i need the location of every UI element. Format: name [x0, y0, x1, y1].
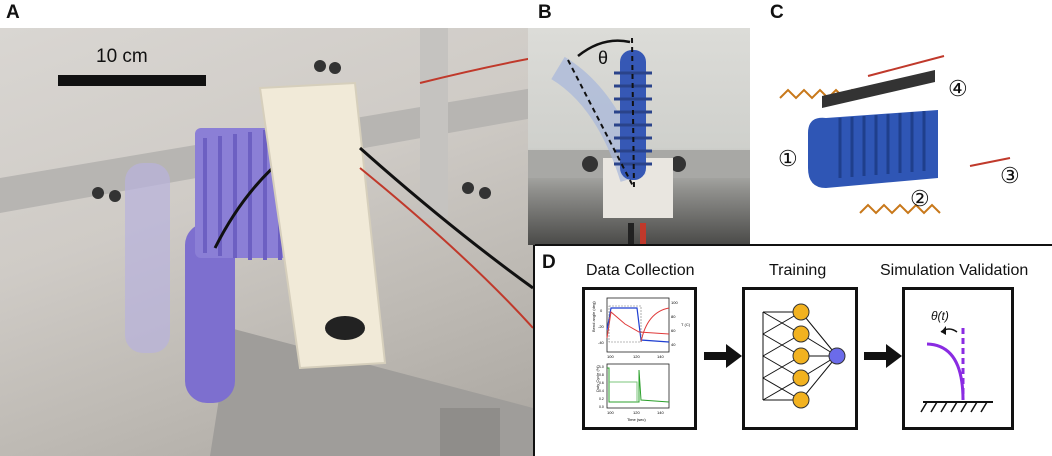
- callout-3: ③: [1000, 163, 1020, 188]
- arrow-right-icon-2: [864, 344, 902, 368]
- photo-soft-actuator-rig: [0, 28, 533, 456]
- stage-label-data-collection: Data Collection: [586, 262, 695, 279]
- callout-4: ④: [948, 76, 968, 101]
- plot-top-ylabel-right: T (C): [681, 322, 691, 327]
- tick-top-left-1: -20: [598, 324, 605, 329]
- tick-top-left-0: 0: [600, 308, 603, 313]
- panel-letter-b: B: [538, 2, 552, 23]
- scale-bar-label: 10 cm: [96, 46, 148, 67]
- photo-a-illustration: [0, 28, 533, 456]
- data-collection-box: Bend angle (deg) T (C) 0 -20 -40 100 80 …: [582, 287, 697, 430]
- exploded-actuator-diagram: ① ② ③ ④: [778, 55, 1020, 215]
- x-tick-top-2: 140: [657, 354, 664, 359]
- simulation-box: θ(t): [902, 287, 1014, 430]
- tick-bottom-3: 0.4: [599, 389, 604, 393]
- x-tick-bottom-0: 100: [607, 410, 614, 415]
- plot-bottom-ylabel: Duty Cycle (%): [595, 365, 600, 392]
- stage-label-training: Training: [769, 262, 827, 279]
- theta-t-label: θ(t): [931, 309, 949, 323]
- tick-top-right-2: 60: [671, 328, 676, 333]
- tick-top-right-3: 40: [671, 342, 676, 347]
- x-tick-top-0: 100: [607, 354, 614, 359]
- scale-bar: [58, 75, 206, 86]
- panel-letter-d: D: [542, 252, 556, 273]
- training-box: [742, 287, 858, 430]
- neural-network-diagram: [762, 303, 846, 409]
- data-collection-plots: Bend angle (deg) T (C) 0 -20 -40 100 80 …: [591, 297, 691, 422]
- x-axis-label: Time (sec): [627, 417, 646, 422]
- theta-label: θ: [598, 48, 608, 68]
- panel-letter-c: C: [770, 2, 784, 23]
- red-arrow-top: [867, 55, 945, 77]
- tick-bottom-5: 0.0: [599, 405, 604, 409]
- tick-top-right-1: 80: [671, 314, 676, 319]
- x-tick-top-1: 120: [633, 354, 640, 359]
- x-tick-bottom-2: 140: [657, 410, 664, 415]
- callout-1: ①: [778, 146, 798, 171]
- photo-b-illustration: θ: [528, 37, 750, 245]
- tick-bottom-4: 0.2: [599, 397, 604, 401]
- plot-top-ylabel: Bend angle (deg): [591, 301, 596, 332]
- actuator-body: [808, 110, 938, 188]
- insert-bar: [822, 70, 935, 108]
- red-arrow-right: [969, 157, 1011, 167]
- x-tick-bottom-1: 120: [633, 410, 640, 415]
- callout-2: ②: [910, 186, 930, 211]
- panel-letter-a: A: [6, 2, 20, 23]
- photo-bending-angle: θ: [528, 28, 750, 245]
- simulation-diagram: θ(t): [920, 309, 993, 413]
- divider-horizontal: [535, 244, 1052, 246]
- tick-bottom-2: 0.6: [599, 381, 604, 385]
- tick-bottom-0: 1.0: [599, 365, 604, 369]
- stage-label-simulation-validation: Simulation Validation: [880, 262, 1029, 279]
- tick-bottom-1: 0.8: [599, 373, 604, 377]
- arrow-right-icon: [704, 344, 742, 368]
- spring-bottom: [859, 203, 941, 215]
- tick-top-left-2: -40: [598, 340, 605, 345]
- tick-top-right-0: 100: [671, 300, 678, 305]
